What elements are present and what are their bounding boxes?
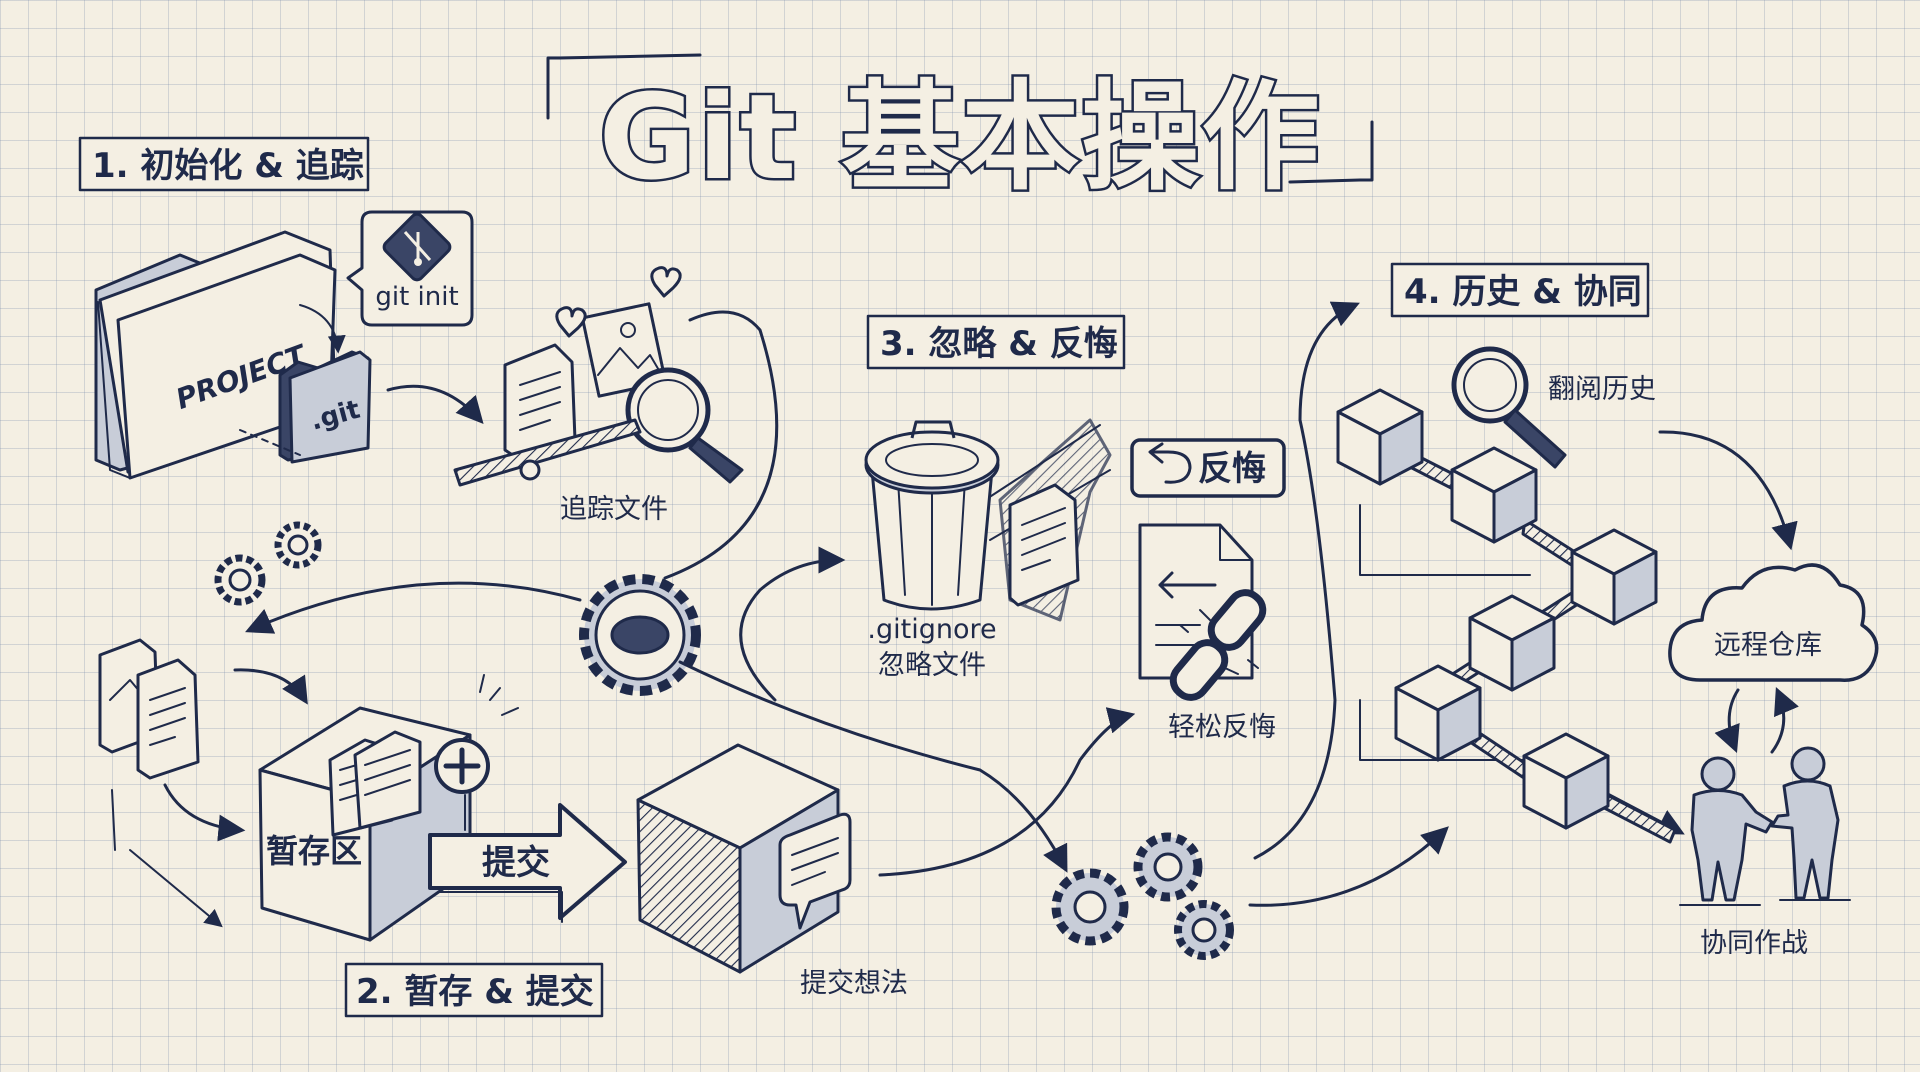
cube-icon (1336, 388, 1424, 486)
broken-chain-icon (1169, 589, 1267, 701)
loose-files-icon (98, 638, 200, 780)
easy-undo-label: 轻松反悔 (1168, 712, 1276, 743)
document-icon (1008, 483, 1080, 607)
section-1-header: 1. 初始化 & 追踪 (78, 136, 370, 192)
gear-icon (579, 574, 701, 696)
to-gears-arrow (678, 660, 1068, 873)
remote-repo-label: 远程仓库 (1714, 630, 1822, 661)
to-cubes-arrow (1248, 826, 1449, 907)
sync-arrows-icon (1714, 687, 1799, 754)
gear-icon (214, 554, 266, 606)
to-undo-arrow (878, 707, 1136, 877)
collaborate-label: 协同作战 (1700, 928, 1808, 959)
gear-icon (274, 521, 322, 569)
section-4-header: 4. 历史 & 协同 (1390, 262, 1650, 318)
commit-arrow-label: 提交 (482, 843, 550, 883)
magnifier-icon (1451, 346, 1567, 469)
gear-icon (1174, 900, 1234, 960)
git-folder-icon: .git (278, 350, 372, 464)
section-3-header: 3. 忽略 & 反悔 (866, 314, 1126, 370)
broken-chain-doc-icon (1138, 523, 1267, 701)
heart-icon (555, 306, 587, 338)
magnifier-icon (625, 367, 744, 484)
title-block: Git 基本操作 (546, 53, 1374, 209)
page-title: Git 基本操作 (599, 68, 1322, 206)
init-arrow (299, 304, 346, 354)
commit-arrow: 提交 (428, 803, 627, 923)
commit-history-graph (1336, 388, 1685, 844)
git-init-badge: git init (346, 210, 474, 327)
cube-icon (1394, 664, 1482, 762)
section-4-title: 4. 历史 & 协同 (1404, 272, 1642, 312)
git-init-label: git init (375, 282, 458, 312)
gitignore-label-2: 忽略文件 (878, 650, 986, 681)
dashed-connector (239, 429, 301, 456)
speech-bubble-icon (778, 812, 852, 930)
cube-icon (1468, 594, 1556, 692)
heart-icon (650, 266, 682, 298)
cube-icon (1570, 528, 1658, 626)
to-tracking-arrow (386, 384, 484, 425)
undo-button: 反悔 (1130, 438, 1286, 498)
to-ignore-arrow (739, 546, 846, 702)
commit-idea-label: 提交想法 (800, 968, 908, 999)
section-2-header: 2. 暂存 & 提交 (344, 962, 604, 1018)
tracked-files-group: 追踪文件 (453, 266, 744, 525)
section-3-title: 3. 忽略 & 反悔 (880, 324, 1118, 364)
gear-icon (1133, 832, 1203, 902)
sketch-lines (111, 789, 220, 925)
cloud-icon: 远程仓库 (1668, 563, 1879, 682)
back-to-files-arrow (245, 581, 582, 634)
to-remote-arrow (1658, 430, 1798, 551)
to-stage-arrow-2 (163, 783, 246, 842)
people-handshake-icon (1679, 746, 1851, 906)
staging-box-icon: 暂存区 (258, 706, 472, 942)
staging-label: 暂存区 (266, 832, 362, 870)
section-2-title: 2. 暂存 & 提交 (356, 972, 594, 1012)
plus-icon (434, 674, 519, 794)
track-files-label: 追踪文件 (560, 494, 668, 525)
to-history-arrow (1253, 301, 1360, 860)
undo-button-label: 反悔 (1198, 449, 1266, 489)
to-stage-arrow-1 (233, 668, 308, 705)
cube-icon (1450, 446, 1538, 544)
section-1-title: 1. 初始化 & 追踪 (92, 146, 364, 186)
undo-icon (1150, 450, 1192, 484)
cube-icon (1522, 732, 1610, 830)
gitignore-label-1: .gitignore (867, 614, 996, 645)
trash-can-icon (864, 418, 1112, 622)
browse-history-label: 翻阅历史 (1548, 374, 1656, 405)
gear-icon (1051, 868, 1129, 946)
tracking-loop-line (663, 310, 779, 580)
